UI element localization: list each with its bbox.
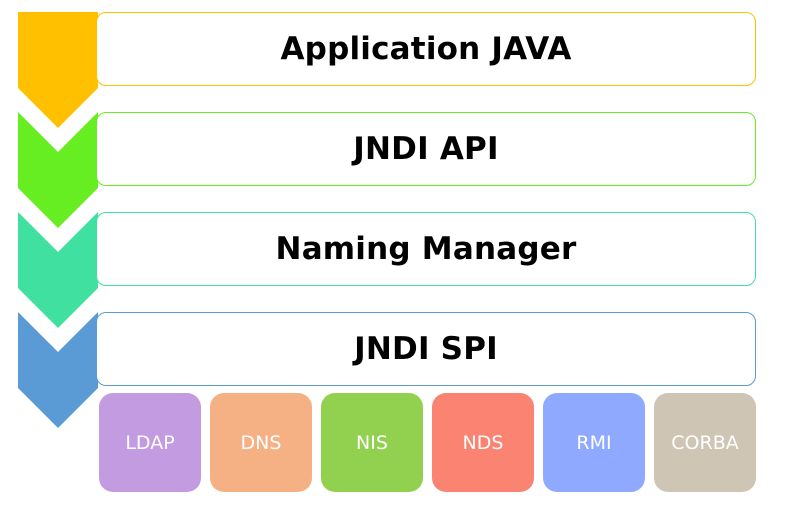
provider-rmi: RMI — [543, 393, 645, 492]
layer-box-application-java: Application JAVA — [96, 12, 756, 86]
provider-ldap: LDAP — [99, 393, 201, 492]
layer-label-jndi-spi: JNDI SPI — [354, 331, 498, 367]
provider-label-dns: DNS — [240, 431, 282, 454]
layer-label-jndi-api: JNDI API — [353, 131, 499, 167]
layer-box-jndi-api: JNDI API — [96, 112, 756, 186]
provider-label-rmi: RMI — [576, 431, 612, 454]
provider-label-nds: NDS — [462, 431, 504, 454]
layer-label-application-java: Application JAVA — [280, 31, 572, 67]
layer-box-jndi-spi: JNDI SPI — [96, 312, 756, 386]
chevron-jndi-spi — [18, 312, 98, 428]
provider-label-nis: NIS — [356, 431, 388, 454]
provider-nis: NIS — [321, 393, 423, 492]
layer-label-naming-manager: Naming Manager — [275, 231, 577, 267]
provider-label-ldap: LDAP — [125, 431, 175, 454]
provider-corba: CORBA — [654, 393, 756, 492]
chevron-naming-manager — [18, 212, 98, 328]
layer-box-naming-manager: Naming Manager — [96, 212, 756, 286]
provider-dns: DNS — [210, 393, 312, 492]
provider-label-corba: CORBA — [671, 431, 739, 454]
chevron-jndi-api — [18, 112, 98, 228]
provider-nds: NDS — [432, 393, 534, 492]
chevron-application-java — [18, 12, 98, 128]
